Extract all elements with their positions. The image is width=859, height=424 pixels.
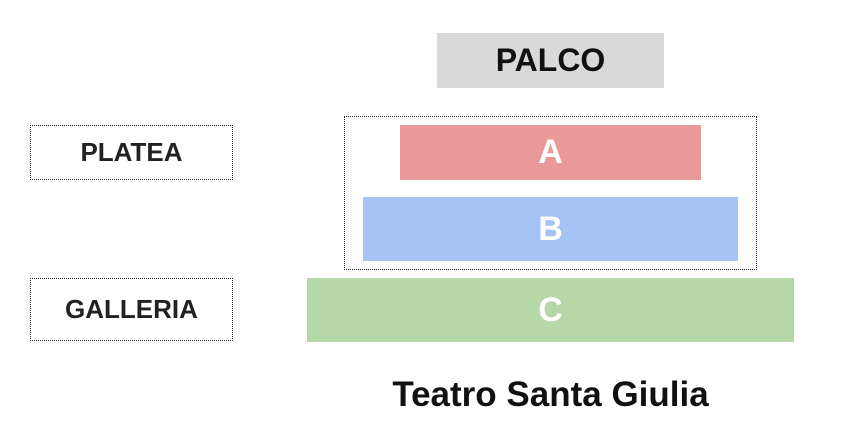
venue-title: Teatro Santa Giulia <box>307 372 794 418</box>
sector-b-label: B <box>538 209 563 248</box>
sector-a[interactable]: A <box>400 125 701 180</box>
sector-a-label: A <box>538 133 563 171</box>
stage-palco: PALCO <box>437 33 664 88</box>
sector-c[interactable]: C <box>307 278 794 342</box>
level-label-platea: PLATEA <box>30 125 233 180</box>
stage-label: PALCO <box>495 42 606 78</box>
platea-label-text: PLATEA <box>80 137 183 167</box>
galleria-label-text: GALLERIA <box>65 294 198 324</box>
sector-b[interactable]: B <box>363 197 738 261</box>
platea-group-outline <box>344 116 757 270</box>
level-label-galleria: GALLERIA <box>30 278 233 341</box>
venue-title-text: Teatro Santa Giulia <box>392 375 709 414</box>
sector-c-label: C <box>538 290 563 329</box>
